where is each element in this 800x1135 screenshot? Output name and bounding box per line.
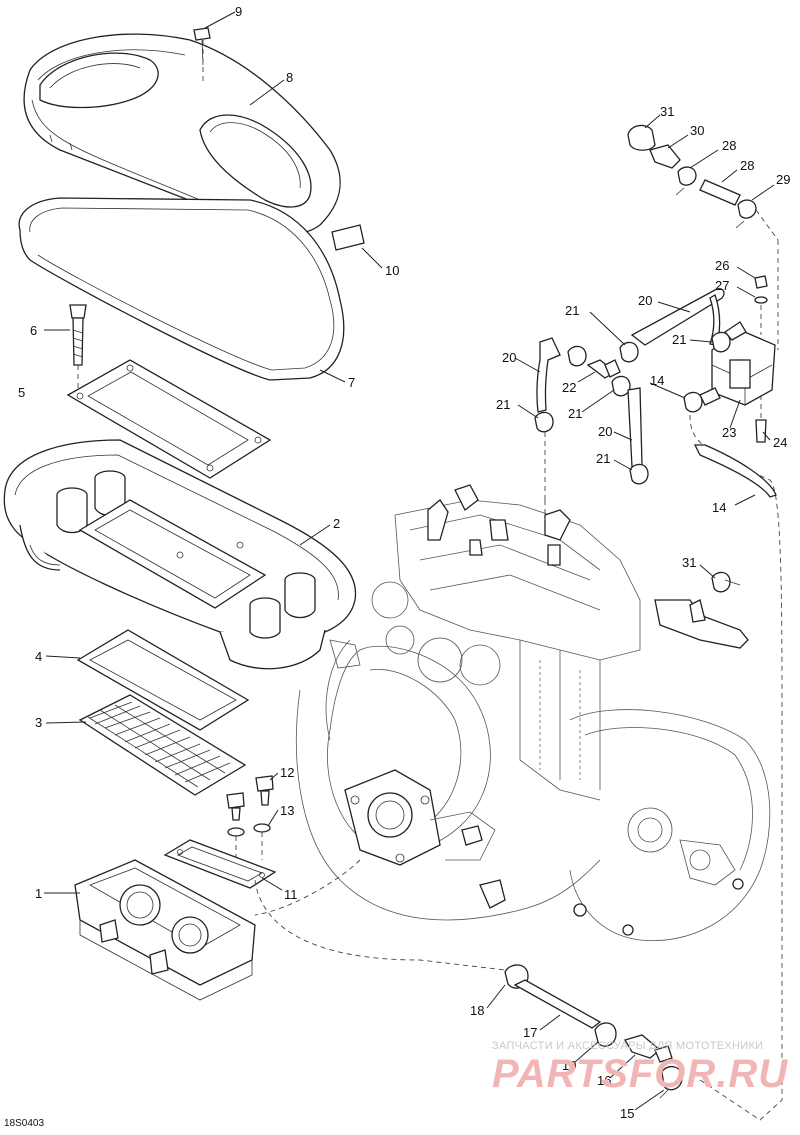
callout-22: 22 [562, 380, 576, 395]
part-7-gasket [18, 197, 345, 381]
callout-14: 14 [712, 500, 726, 515]
callout-24: 24 [773, 435, 787, 450]
callout-23: 23 [722, 425, 736, 440]
callout-labels: 9 8 10 6 7 5 2 4 3 12 13 11 1 31 30 28 2… [18, 4, 790, 1121]
callout-15-top: 14 [650, 373, 664, 388]
fuel-line-parts [254, 124, 783, 1121]
callout-31: 31 [682, 555, 696, 570]
callout-26: 27 [715, 278, 729, 293]
callout-27: 28 [740, 158, 754, 173]
part-3-screen [78, 694, 247, 796]
callout-16: 16 [597, 1073, 611, 1088]
callout-21-mid: 21 [568, 406, 582, 421]
drawing-code: 18S0403 [4, 1118, 45, 1129]
watermark-caption: ЗАПЧАСТИ И АКСЕССУАРЫ ДЛЯ МОТОТЕХНИКИ [492, 1040, 764, 1052]
callout-1: 1 [35, 886, 42, 901]
callout-28-right: 29 [776, 172, 790, 187]
callout-10: 10 [385, 263, 399, 278]
part-9-screw [193, 27, 211, 85]
callout-8: 8 [286, 70, 293, 85]
callout-21-top: 21 [565, 303, 579, 318]
callout-18: 19 [562, 1058, 576, 1073]
part-1-adaptor [74, 859, 256, 1001]
engine-block-drawing [296, 484, 771, 942]
part-2-air-silencer-base [3, 439, 357, 670]
leader-lines [44, 11, 775, 1111]
callout-3: 3 [35, 715, 42, 730]
part-5-frame [66, 359, 272, 479]
callout-5: 5 [18, 385, 25, 400]
callout-17: 17 [523, 1025, 537, 1040]
callout-29: 30 [690, 123, 704, 138]
callout-25: 26 [715, 258, 729, 273]
callout-9: 9 [235, 4, 242, 19]
callout-20-left: 20 [502, 350, 516, 365]
part-4-gasket [76, 629, 250, 731]
callout-7: 7 [348, 375, 355, 390]
callout-19: 18 [470, 1003, 484, 1018]
part-11-plate [163, 839, 277, 889]
part-8-air-silencer-cover [23, 33, 341, 237]
callout-11: 11 [284, 887, 298, 902]
callout-15-bottom: 15 [620, 1106, 634, 1121]
part-6-screw [69, 304, 87, 395]
callout-6: 6 [30, 323, 37, 338]
callout-20-top: 20 [638, 293, 652, 308]
callout-21-right: 21 [672, 332, 686, 347]
callout-28-top: 28 [722, 138, 736, 153]
callout-13: 13 [280, 803, 294, 818]
callout-21-left: 21 [496, 397, 510, 412]
callout-30: 31 [660, 104, 674, 119]
callout-12: 12 [280, 765, 294, 780]
callout-21-low: 21 [596, 451, 610, 466]
callout-20-mid: 20 [598, 424, 612, 439]
callout-4: 4 [35, 649, 42, 664]
watermark-logo: PARTSFOR.RU [492, 1052, 789, 1096]
callout-2: 2 [333, 516, 340, 531]
part-10-clip [331, 224, 365, 251]
parts-12-13-screws-washers [226, 775, 274, 870]
